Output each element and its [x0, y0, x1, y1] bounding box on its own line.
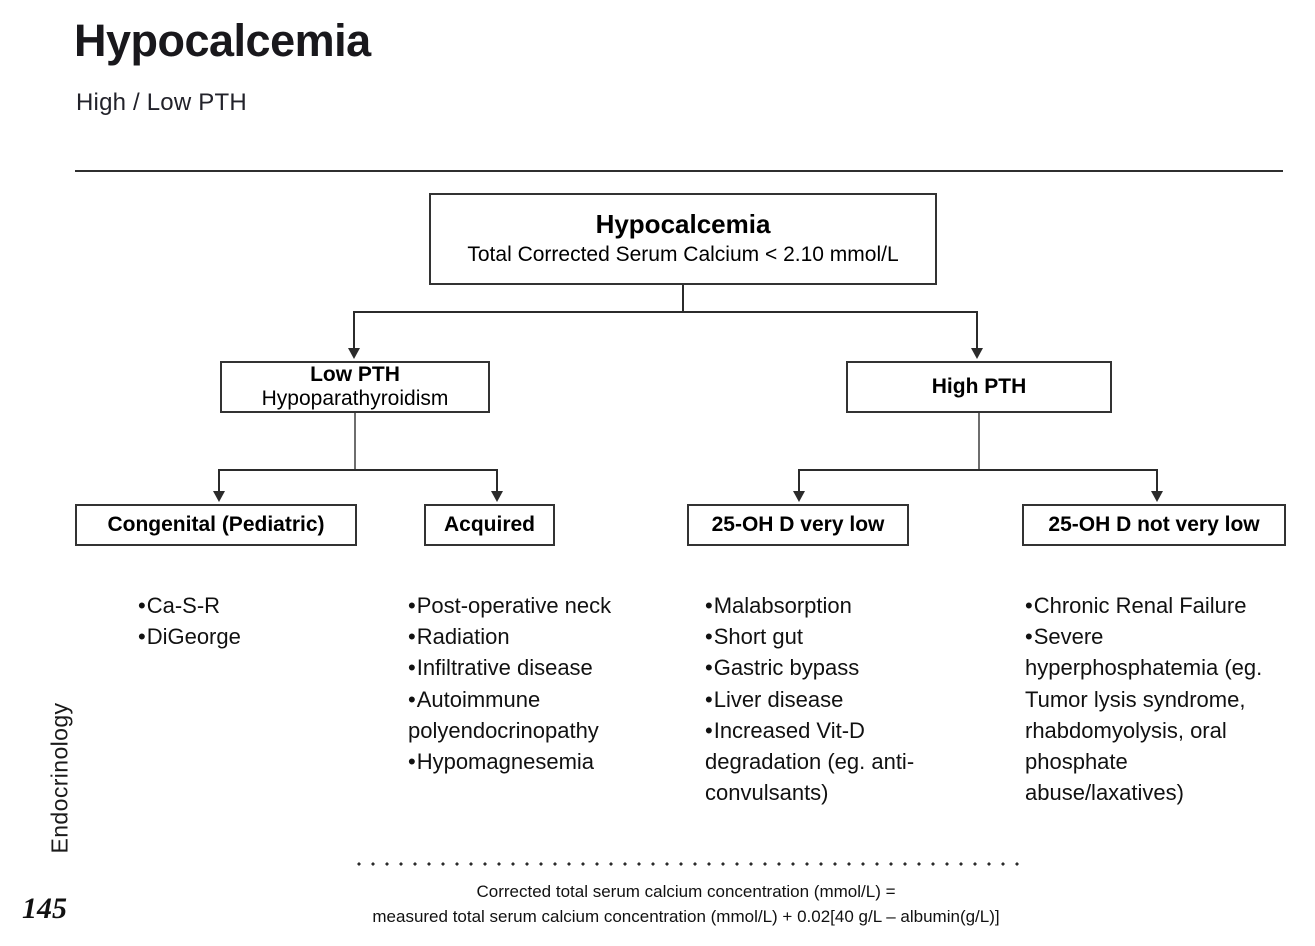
list-item: Increased Vit-D degradation (eg. anti-co… — [705, 715, 965, 809]
section-label-endocrinology: Endocrinology — [46, 702, 73, 854]
list-item: Infiltrative disease — [408, 652, 663, 683]
flow-node-title: Congenital (Pediatric) — [107, 512, 325, 536]
connector-root-bar — [353, 311, 978, 313]
list-item: Radiation — [408, 621, 663, 652]
connector-root-right-drop — [976, 311, 978, 349]
list-item: Autoimmune polyendocrinopathy — [408, 684, 663, 746]
arrow-head-high-pth — [971, 348, 983, 359]
arrow-head-acquired — [491, 491, 503, 502]
list-item: Ca-S-R — [138, 590, 388, 621]
flow-node-title: Hypocalcemia — [595, 209, 771, 240]
flow-node-subtitle: Hypoparathyroidism — [261, 387, 449, 410]
connector-lowpth-stem — [354, 413, 356, 470]
list-item: Short gut — [705, 621, 965, 652]
arrow-head-25oh-not-very-low — [1151, 491, 1163, 502]
header-divider — [75, 170, 1283, 172]
flow-node-high-pth[interactable]: High PTH — [846, 361, 1112, 413]
connector-highpth-stem — [978, 413, 980, 470]
list-item: Severe hyperphosphatemia (eg. Tumor lysi… — [1025, 621, 1285, 808]
arrow-head-congenital — [213, 491, 225, 502]
list-item: Hypomagnesemia — [408, 746, 663, 777]
connector-highpth-bar — [798, 469, 1158, 471]
connector-lowpth-bar — [218, 469, 498, 471]
connector-highpth-left-drop — [798, 469, 800, 492]
page-number: 145 — [22, 892, 67, 925]
footnote-formula: Corrected total serum calcium concentrat… — [330, 880, 1042, 929]
connector-root-left-drop — [353, 311, 355, 349]
cause-list-congenital: Ca-S-R DiGeorge — [138, 590, 388, 652]
flow-node-congenital-pediatric[interactable]: Congenital (Pediatric) — [75, 504, 357, 546]
connector-highpth-right-drop — [1156, 469, 1158, 492]
flow-node-subtitle: Total Corrected Serum Calcium < 2.10 mmo… — [467, 243, 899, 267]
flow-node-title: High PTH — [931, 374, 1027, 398]
list-item: Post-operative neck — [408, 590, 663, 621]
list-item: DiGeorge — [138, 621, 388, 652]
list-item: Chronic Renal Failure — [1025, 590, 1285, 621]
page-title: Hypocalcemia — [74, 15, 371, 66]
connector-lowpth-right-drop — [496, 469, 498, 492]
list-item: Gastric bypass — [705, 652, 965, 683]
connector-root-stem — [682, 285, 684, 312]
flow-node-25oh-d-not-very-low[interactable]: 25-OH D not very low — [1022, 504, 1286, 546]
list-item: Malabsorption — [705, 590, 965, 621]
dotted-divider — [352, 862, 1020, 866]
cause-list-vitd-not-very-low: Chronic Renal Failure Severe hyperphosph… — [1025, 590, 1285, 809]
cause-list-acquired: Post-operative neck Radiation Infiltrati… — [408, 590, 663, 777]
connector-lowpth-left-drop — [218, 469, 220, 492]
arrow-head-low-pth — [348, 348, 360, 359]
list-item: Liver disease — [705, 684, 965, 715]
footnote-line-2: measured total serum calcium concentrati… — [372, 906, 1000, 926]
flow-node-hypocalcemia[interactable]: Hypocalcemia Total Corrected Serum Calci… — [429, 193, 937, 285]
flow-node-title: Acquired — [443, 512, 535, 536]
flow-node-title: 25-OH D very low — [711, 512, 885, 536]
flow-node-25oh-d-very-low[interactable]: 25-OH D very low — [687, 504, 909, 546]
flow-node-title: 25-OH D not very low — [1048, 512, 1260, 536]
flow-node-low-pth[interactable]: Low PTH Hypoparathyroidism — [220, 361, 490, 413]
flow-node-acquired[interactable]: Acquired — [424, 504, 555, 546]
flow-node-title: Low PTH — [310, 362, 400, 386]
arrow-head-25oh-very-low — [793, 491, 805, 502]
cause-list-vitd-very-low: Malabsorption Short gut Gastric bypass L… — [705, 590, 965, 809]
page-subtitle: High / Low PTH — [76, 89, 247, 116]
footnote-line-1: Corrected total serum calcium concentrat… — [476, 882, 896, 901]
